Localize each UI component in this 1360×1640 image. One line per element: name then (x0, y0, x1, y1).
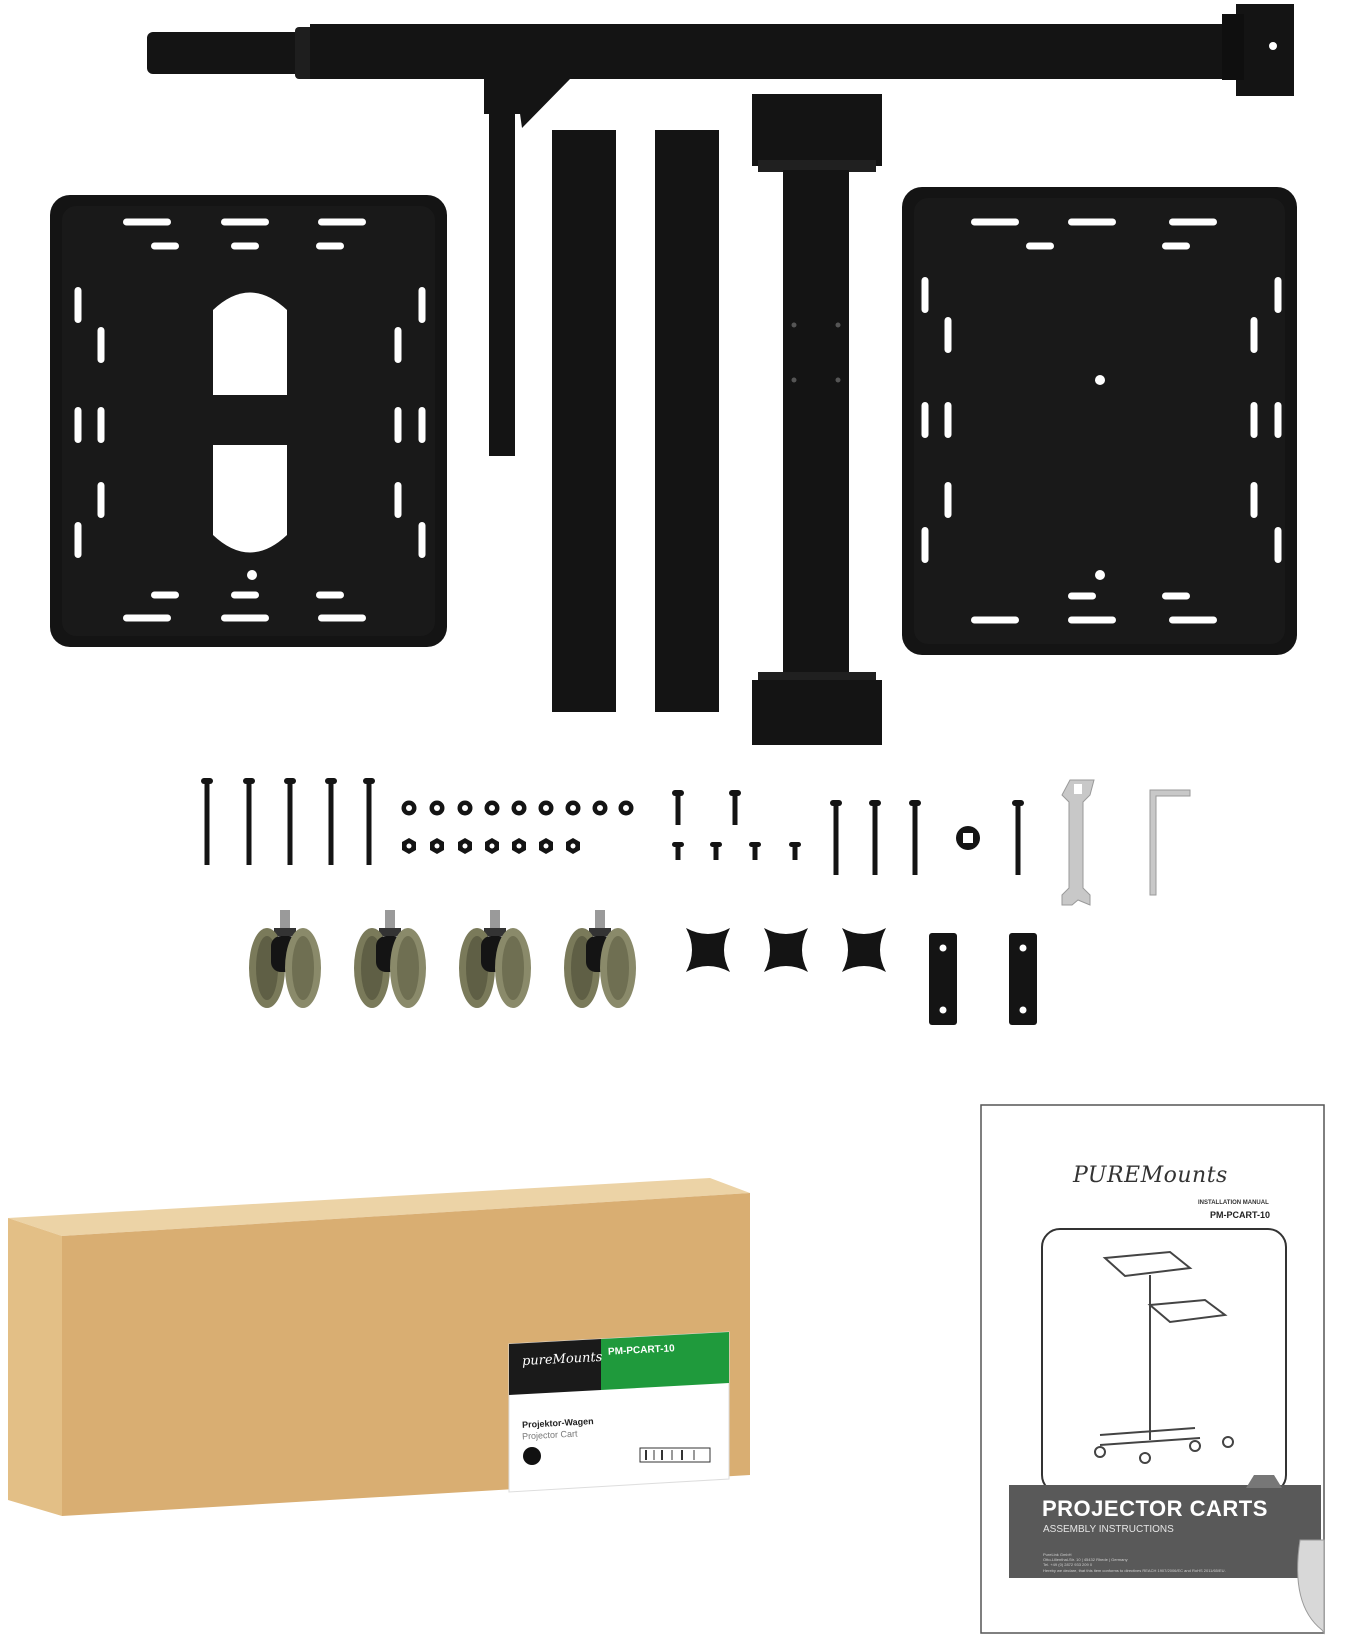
wrench-icon (1061, 779, 1095, 906)
clamp-brackets (929, 933, 1037, 1025)
instruction-manual (980, 1104, 1325, 1635)
hex-key-icon (1149, 789, 1191, 896)
manual-brand: PUREMounts (1073, 1163, 1228, 1188)
manual-title: PROJECTOR CARTS (1042, 1496, 1268, 1521)
manual-company: PureLink GmbH (1043, 1552, 1072, 1557)
manual-address: Otto-Lilienthal-Str. 10 | 45432 Rhede | … (1043, 1557, 1128, 1562)
manual-declaration: Hereby we declare, that this item confor… (1043, 1568, 1226, 1573)
shipping-box (8, 1178, 750, 1516)
manual-subtitle: INSTALLATION MANUAL (1198, 1200, 1269, 1206)
upper-tray-plate (50, 195, 447, 647)
washers (401, 800, 634, 816)
spacer-block (956, 826, 980, 850)
lower-tray-plate (902, 187, 1297, 655)
star-knobs (686, 928, 886, 972)
frame-tube-pair (552, 130, 719, 712)
nuts (402, 838, 580, 854)
caster-wheels (249, 910, 636, 1008)
manual-model: PM-PCART-10 (1210, 1210, 1271, 1220)
short-screws (672, 790, 801, 860)
long-bolts (201, 778, 375, 865)
manual-phone: Tel. +49 (0) 2872 933 209 0 (1043, 1562, 1093, 1567)
top-horizontal-arm (147, 4, 1294, 456)
manual-instructions: ASSEMBLY INSTRUCTIONS (1043, 1524, 1174, 1535)
base-column (752, 94, 882, 745)
medium-bolts (830, 800, 1024, 875)
